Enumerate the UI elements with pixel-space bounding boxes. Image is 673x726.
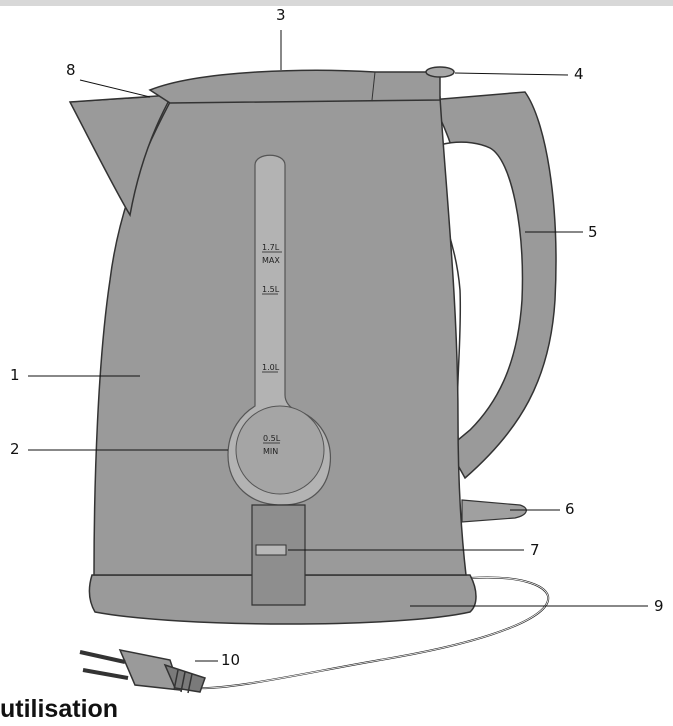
mark-max-label: MAX — [262, 256, 280, 265]
mark-max-volume: 1.7L — [262, 243, 280, 252]
leader-8 — [79, 79, 151, 98]
spout — [68, 94, 174, 218]
callout-9: 9 — [654, 597, 664, 615]
mark-1-5: 1.5L — [262, 285, 280, 294]
callout-8: 8 — [66, 61, 76, 79]
callout-6: 6 — [565, 500, 575, 518]
mark-min-volume: 0.5L — [263, 434, 281, 443]
callout-1: 1 — [10, 366, 20, 384]
callout-2: 2 — [10, 440, 20, 458]
power-plug — [79, 648, 206, 694]
power-indicator-light — [255, 544, 287, 556]
lid-release-button — [425, 66, 455, 78]
lid — [148, 69, 441, 104]
section-title: utilisation — [0, 695, 119, 723]
on-off-switch — [461, 499, 527, 523]
callout-5: 5 — [588, 223, 598, 241]
callout-3: 3 — [276, 6, 286, 24]
leader-4 — [454, 72, 569, 76]
callout-10: 10 — [221, 651, 241, 669]
mark-min-label: MIN — [263, 447, 278, 456]
mark-1-0: 1.0L — [262, 363, 280, 372]
callout-7: 7 — [530, 541, 540, 559]
callout-4: 4 — [574, 65, 584, 83]
gauge-window — [235, 405, 325, 495]
top-border — [0, 0, 673, 6]
